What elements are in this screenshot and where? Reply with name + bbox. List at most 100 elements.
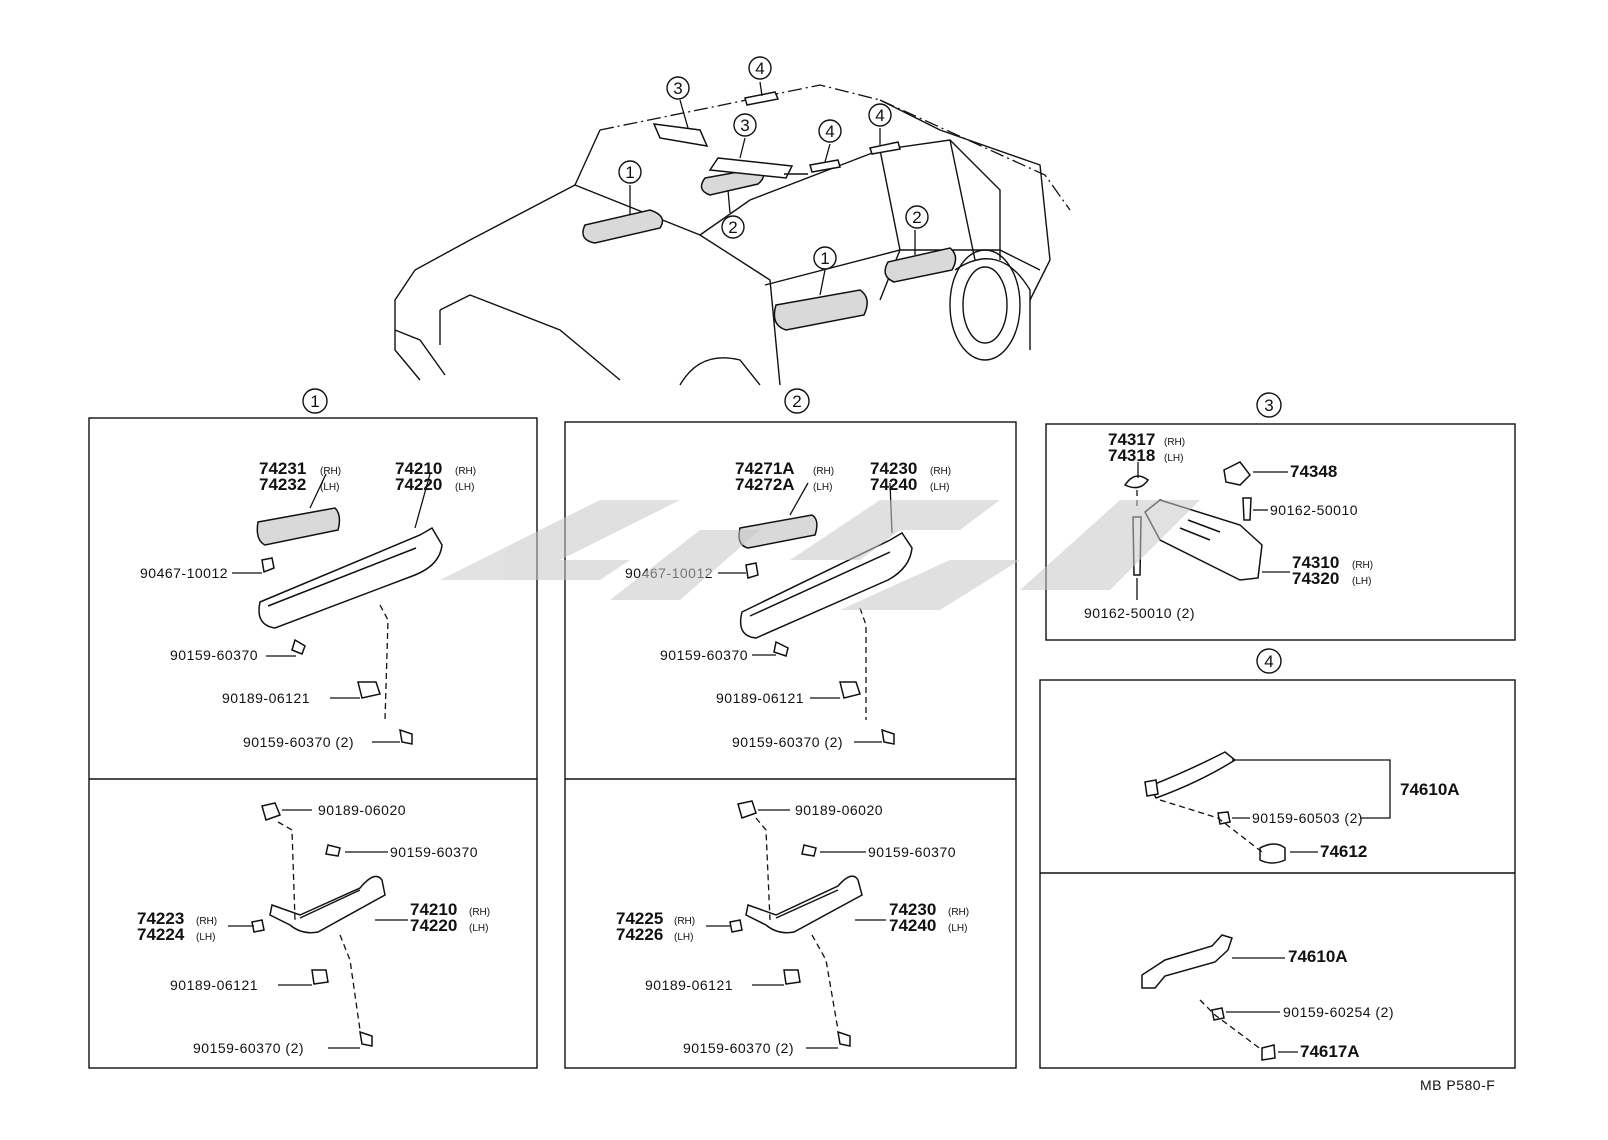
part-label: 74210: [410, 900, 457, 919]
part-label: 74210: [395, 459, 442, 478]
section-1-callout: 1: [302, 388, 328, 414]
section-2-frame: [564, 421, 1017, 1069]
part-suffix: (LH): [1164, 453, 1183, 464]
svg-text:3: 3: [673, 79, 682, 98]
part-suffix: (LH): [948, 923, 967, 934]
part-suffix: (RH): [948, 907, 969, 918]
overview-callout-2: 2: [721, 215, 745, 239]
part-label: 74610A: [1400, 780, 1460, 799]
svg-text:2: 2: [912, 208, 921, 227]
part-label: 90159-60503 (2): [1252, 810, 1363, 826]
part-suffix: (RH): [1164, 437, 1185, 448]
part-suffix: (LH): [674, 932, 693, 943]
part-label: 74220: [410, 916, 457, 935]
part-label: 90189-06121: [222, 690, 310, 706]
part-label: 90189-06121: [645, 977, 733, 993]
part-label: 90159-60370: [170, 647, 258, 663]
overview-callout-4: 4: [748, 56, 772, 80]
part-label: 74617A: [1300, 1042, 1360, 1061]
part-label: 90159-60370: [868, 844, 956, 860]
part-label: 90159-60370: [660, 647, 748, 663]
svg-text:4: 4: [755, 59, 764, 78]
svg-text:4: 4: [1264, 652, 1273, 671]
part-label: 74240: [889, 916, 936, 935]
part-label: 74271A: [735, 459, 795, 478]
svg-text:1: 1: [625, 163, 634, 182]
section-1-frame: [88, 417, 538, 1069]
part-label: 74224: [137, 925, 185, 944]
part-label: 74226: [616, 925, 663, 944]
assist-grip-part: [1141, 934, 1233, 989]
part-label: 74232: [259, 475, 306, 494]
svg-text:1: 1: [820, 249, 829, 268]
part-suffix: (LH): [813, 482, 832, 493]
part-label: 90159-60370 (2): [683, 1040, 794, 1056]
overview-callout-1: 1: [618, 160, 642, 184]
section-4-callout: 4: [1256, 648, 1282, 674]
part-label: 90159-60370 (2): [732, 734, 843, 750]
part-label: 74320: [1292, 569, 1339, 588]
svg-text:4: 4: [825, 122, 834, 141]
part-suffix: (RH): [469, 907, 490, 918]
part-label: 90189-06020: [795, 802, 883, 818]
svg-text:4: 4: [875, 106, 884, 125]
part-suffix: (LH): [196, 932, 215, 943]
part-label: 74225: [616, 909, 663, 928]
part-label: 74310: [1292, 553, 1339, 572]
part-suffix: (RH): [455, 466, 476, 477]
section-2-callout: 2: [784, 388, 810, 414]
part-label: 90159-60254 (2): [1283, 1004, 1394, 1020]
part-suffix: (RH): [320, 466, 341, 477]
part-label: 90162-50010 (2): [1084, 605, 1195, 621]
part-label: 74610A: [1288, 947, 1348, 966]
part-label: 74240: [870, 475, 917, 494]
section-3-frame: [1045, 423, 1516, 641]
overview-callout-3b: 3: [733, 113, 757, 137]
part-label: 90159-60370 (2): [193, 1040, 304, 1056]
part-suffix: (RH): [930, 466, 951, 477]
part-label: 74230: [870, 459, 917, 478]
part-suffix: (RH): [1352, 560, 1373, 571]
part-suffix: (LH): [469, 923, 488, 934]
armrest-part: [258, 526, 443, 629]
part-label: 74223: [137, 909, 184, 928]
part-label: 74231: [259, 459, 306, 478]
overview-callout-2b: 2: [905, 205, 929, 229]
car-overview-illustration: 1 2 3 3 4 4 4 1: [394, 56, 1071, 386]
overview-callout-1b: 1: [813, 246, 837, 270]
part-label: 90159-60370 (2): [243, 734, 354, 750]
part-suffix: (RH): [674, 916, 695, 927]
part-label: 90467-10012: [140, 565, 228, 581]
part-label: 74272A: [735, 475, 795, 494]
part-label: 74612: [1320, 842, 1367, 861]
section-2: 2 74271A (RH) 74272A (LH) 74230 (RH) 742…: [564, 388, 1017, 1069]
svg-text:1: 1: [310, 392, 319, 411]
part-label: 74348: [1290, 462, 1337, 481]
section-1: 1 74231 (RH) 74232 (LH) 74210 (RH) 74220…: [88, 388, 538, 1069]
section-3-callout: 3: [1256, 392, 1282, 418]
svg-text:3: 3: [1264, 396, 1273, 415]
drawing-code: MB P580-F: [1420, 1077, 1495, 1093]
switch-base-part: [256, 507, 341, 546]
overview-callout-4c: 4: [868, 103, 892, 127]
part-label: 90189-06020: [318, 802, 406, 818]
part-suffix: (RH): [813, 466, 834, 477]
part-label: 90189-06121: [716, 690, 804, 706]
part-suffix: (LH): [320, 482, 339, 493]
part-suffix: (LH): [1352, 576, 1371, 587]
svg-text:2: 2: [792, 392, 801, 411]
part-suffix: (LH): [930, 482, 949, 493]
part-suffix: (LH): [455, 482, 474, 493]
section-4: 4 74610A 90159-60503 (2) 74612 74610A 90…: [1039, 648, 1516, 1069]
part-label: 74318: [1108, 446, 1155, 465]
part-label: 90189-06121: [170, 977, 258, 993]
part-label: 90162-50010: [1270, 502, 1358, 518]
part-label: 74230: [889, 900, 936, 919]
assist-grip-part: [1148, 751, 1237, 799]
part-label: 74317: [1108, 430, 1155, 449]
watermark-logo: [440, 500, 1200, 610]
section-4-frame: [1039, 679, 1516, 1069]
svg-text:3: 3: [740, 116, 749, 135]
part-label: 74220: [395, 475, 442, 494]
